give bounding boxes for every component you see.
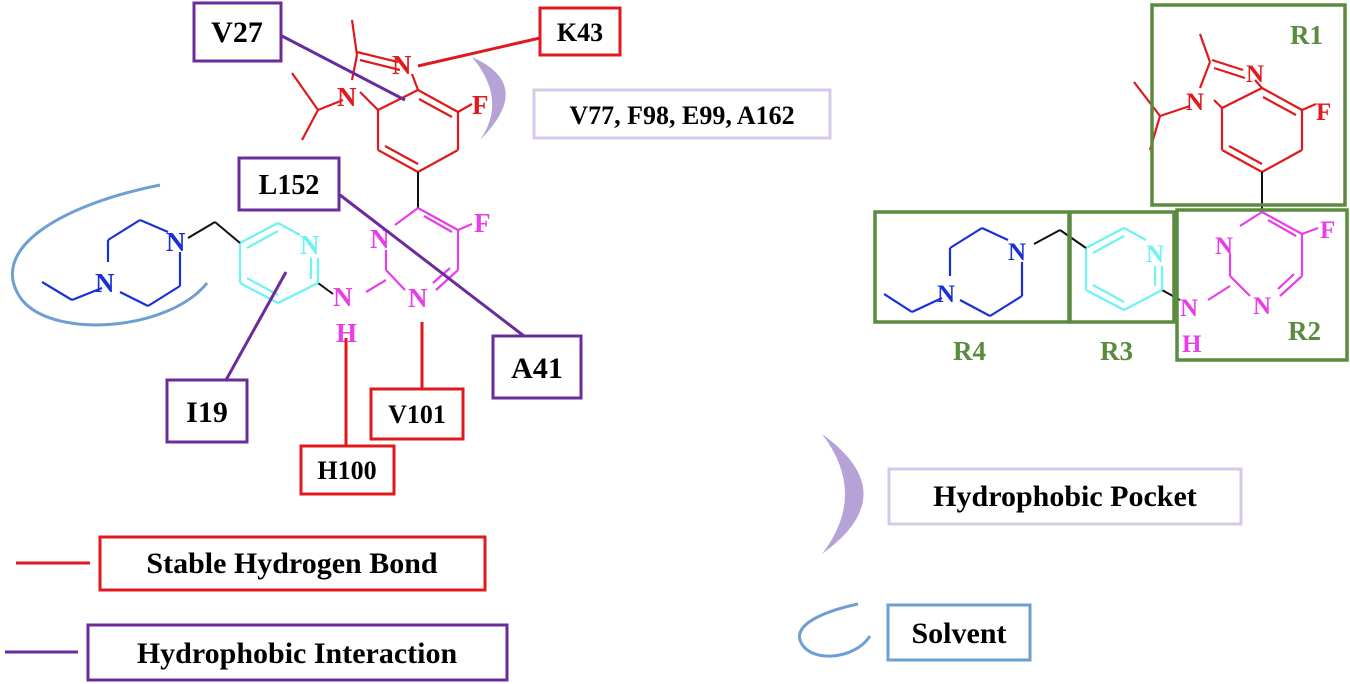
pyrimidine-n-upper: N — [370, 224, 390, 254]
r4-n-bottom: N — [937, 281, 955, 308]
piperazine-n-bottom: N — [95, 268, 115, 298]
r3-pyridine — [1084, 227, 1164, 311]
methylene-link-1 — [214, 221, 241, 244]
r4-n-top: N — [1008, 239, 1026, 266]
amine-n: N — [333, 282, 353, 312]
r1-benzimidazole — [1133, 33, 1317, 173]
legend-hydrophobic-box — [86, 623, 509, 682]
region-label-r1: R1 — [1290, 20, 1323, 50]
legend-solvent-box — [886, 603, 1032, 662]
benzimidazole-n3: N — [337, 82, 357, 112]
amine-h: H — [336, 318, 357, 348]
r2-n-upper: N — [1215, 233, 1233, 260]
piperazine-fragment — [41, 218, 182, 307]
residue-label-a41: A41 — [511, 352, 563, 385]
r2-pyrimidine — [1207, 211, 1319, 301]
residue-box-l152 — [237, 156, 341, 212]
residue-box-h100 — [299, 444, 396, 496]
legend-pocket-box — [887, 467, 1243, 526]
residue-label-h100: H100 — [317, 456, 376, 485]
hydrophobic-pocket-crescent — [472, 57, 506, 140]
pyrimidine-f: F — [474, 208, 491, 238]
legend-hydrophobic-label: Hydrophobic Interaction — [137, 637, 458, 670]
piperazine-n-top: N — [166, 227, 186, 257]
r4-piperazine — [883, 227, 1024, 317]
hydrophobic-line-i19 — [224, 271, 288, 381]
r1-n-top: N — [1246, 61, 1264, 88]
region-label-r3: R3 — [1100, 336, 1133, 366]
residue-box-i19 — [165, 378, 249, 444]
methylene-link-2 — [187, 221, 216, 239]
residue-box-v101 — [369, 387, 465, 441]
pyrimidine-n-lower: N — [408, 283, 428, 313]
region-label-r4: R4 — [953, 336, 986, 366]
r1-n-left: N — [1186, 89, 1204, 116]
residue-box-v27 — [192, 1, 283, 63]
residue-label-pocket: V77, F98, E99, A162 — [569, 101, 794, 130]
legend-pocket-label: Hydrophobic Pocket — [933, 480, 1197, 513]
hydrophobic-line-v27 — [281, 34, 406, 102]
region-box-r2 — [1175, 208, 1349, 362]
legend-pocket-swatch — [822, 434, 864, 554]
residue-label-v27: V27 — [211, 16, 263, 49]
hydrophobic-line-l152 — [339, 193, 525, 338]
pyridine-n: N — [300, 230, 320, 260]
benzimidazole-fragment — [291, 19, 473, 173]
amine-pyridine-bond — [317, 282, 334, 295]
legend-solvent-swatch — [798, 602, 872, 658]
r3-pyridine-n: N — [1146, 241, 1164, 268]
solvent-arc — [10, 183, 209, 327]
r-methylene-1 — [1059, 229, 1087, 249]
pyrimidine-fragment — [365, 207, 473, 293]
r2-f: F — [1320, 217, 1335, 244]
residue-label-i19: I19 — [186, 396, 228, 429]
r2-n-lower: N — [1253, 293, 1271, 320]
legend-hbond-box — [98, 535, 487, 592]
r-amine-h: H — [1182, 331, 1202, 358]
r-amine-n: N — [1180, 295, 1198, 322]
hbond-line-k43 — [417, 36, 541, 68]
r1-f: F — [1316, 99, 1331, 126]
region-box-r4 — [873, 210, 1071, 324]
residue-box-a41 — [491, 334, 583, 400]
region-box-r1 — [1150, 3, 1347, 207]
r-methylene-2 — [1033, 229, 1061, 245]
residue-box-pocket — [532, 88, 832, 140]
legend-hbond-label: Stable Hydrogen Bond — [146, 547, 437, 580]
residue-label-v101: V101 — [388, 400, 446, 429]
residue-label-l152: L152 — [259, 170, 320, 201]
residue-box-k43 — [538, 6, 622, 57]
residue-label-k43: K43 — [557, 18, 603, 47]
region-label-r2: R2 — [1288, 316, 1321, 346]
benzimidazole-n1: N — [392, 50, 412, 80]
legend-solvent-label: Solvent — [911, 617, 1006, 650]
benzimidazole-f: F — [472, 90, 489, 120]
